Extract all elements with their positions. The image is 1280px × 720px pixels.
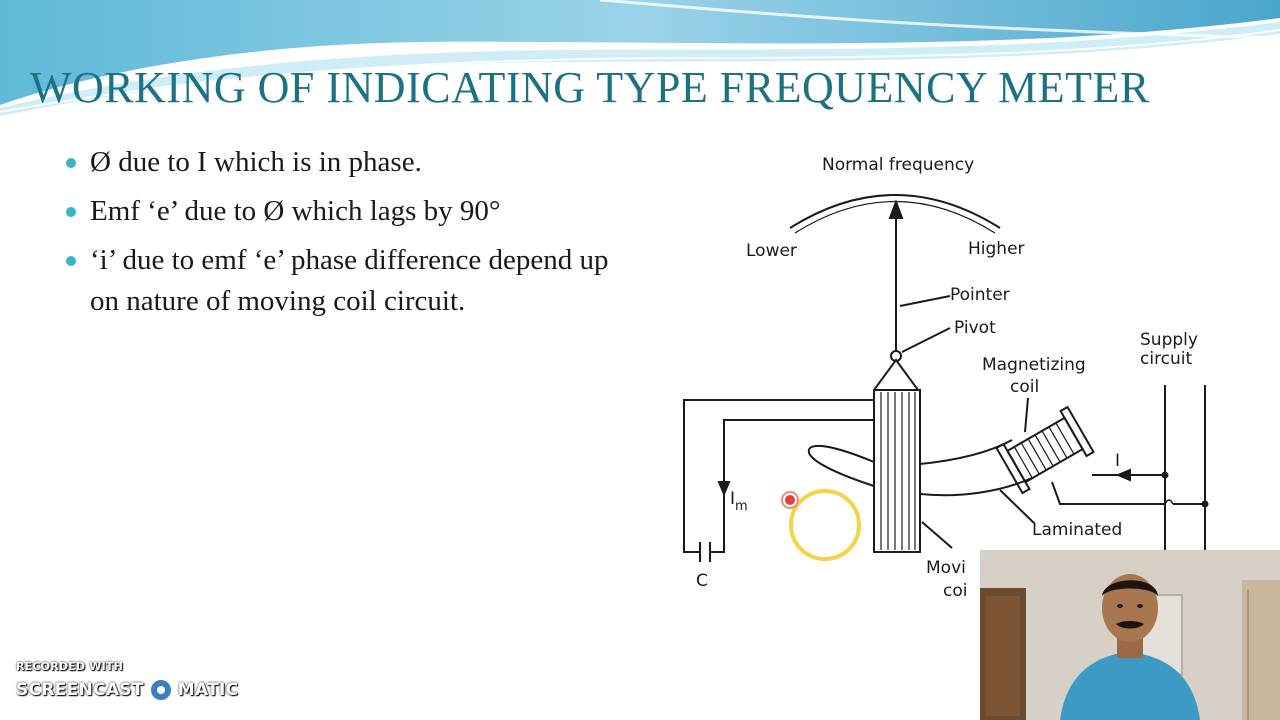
label-current-i: I xyxy=(1115,451,1120,471)
bullet-item: Emf ‘e’ due to Ø which lags by 90° xyxy=(62,191,622,232)
bullet-icon xyxy=(66,158,76,168)
screencast-watermark: RECORDED WITH SCREENCAST MATIC xyxy=(16,660,238,703)
label-magnetizing-coil-line2: coil xyxy=(1010,377,1039,397)
label-pointer: Pointer xyxy=(950,285,1010,305)
label-current-im: Im xyxy=(730,489,748,514)
label-higher: Higher xyxy=(968,239,1025,259)
label-supply-circuit-line1: Supply xyxy=(1140,330,1198,350)
webcam-overlay xyxy=(980,550,1280,720)
label-moving-coil-line2: coi xyxy=(943,581,967,601)
bullet-text: ‘i’ due to emf ‘e’ phase difference depe… xyxy=(90,244,609,317)
bullet-icon xyxy=(66,207,76,217)
header-wave-band xyxy=(0,0,1280,116)
presenter-video xyxy=(980,550,1280,720)
label-lower: Lower xyxy=(746,241,797,261)
bullet-list: Ø due to I which is in phase. Emf ‘e’ du… xyxy=(62,142,622,330)
watermark-recorded-with: RECORDED WITH xyxy=(16,660,124,673)
label-magnetizing-coil-line1: Magnetizing xyxy=(982,355,1086,375)
watermark-brand: SCREENCAST MATIC xyxy=(16,677,238,703)
label-laminated: Laminated xyxy=(1032,520,1122,540)
label-moving-coil-line1: Movi xyxy=(926,558,966,578)
bullet-text: Ø due to I which is in phase. xyxy=(90,146,422,178)
bullet-text: Emf ‘e’ due to Ø which lags by 90° xyxy=(90,195,501,227)
watermark-brand-right: MATIC xyxy=(177,680,239,700)
slide-title: WORKING OF INDICATING TYPE FREQUENCY MET… xyxy=(30,63,1150,112)
bullet-icon xyxy=(66,256,76,266)
label-capacitor: C xyxy=(696,571,708,591)
bullet-item: Ø due to I which is in phase. xyxy=(62,142,622,183)
label-supply-circuit-line2: circuit xyxy=(1140,349,1193,369)
screencast-logo-icon xyxy=(147,677,174,703)
watermark-brand-left: SCREENCAST xyxy=(16,680,144,700)
label-normal-frequency: Normal frequency xyxy=(822,155,974,175)
cursor-highlight xyxy=(781,489,861,561)
frequency-meter-diagram: Normal frequency Lower Higher Pointer Pi… xyxy=(683,155,1209,601)
bullet-item: ‘i’ due to emf ‘e’ phase difference depe… xyxy=(62,240,622,322)
label-pivot: Pivot xyxy=(954,318,996,338)
